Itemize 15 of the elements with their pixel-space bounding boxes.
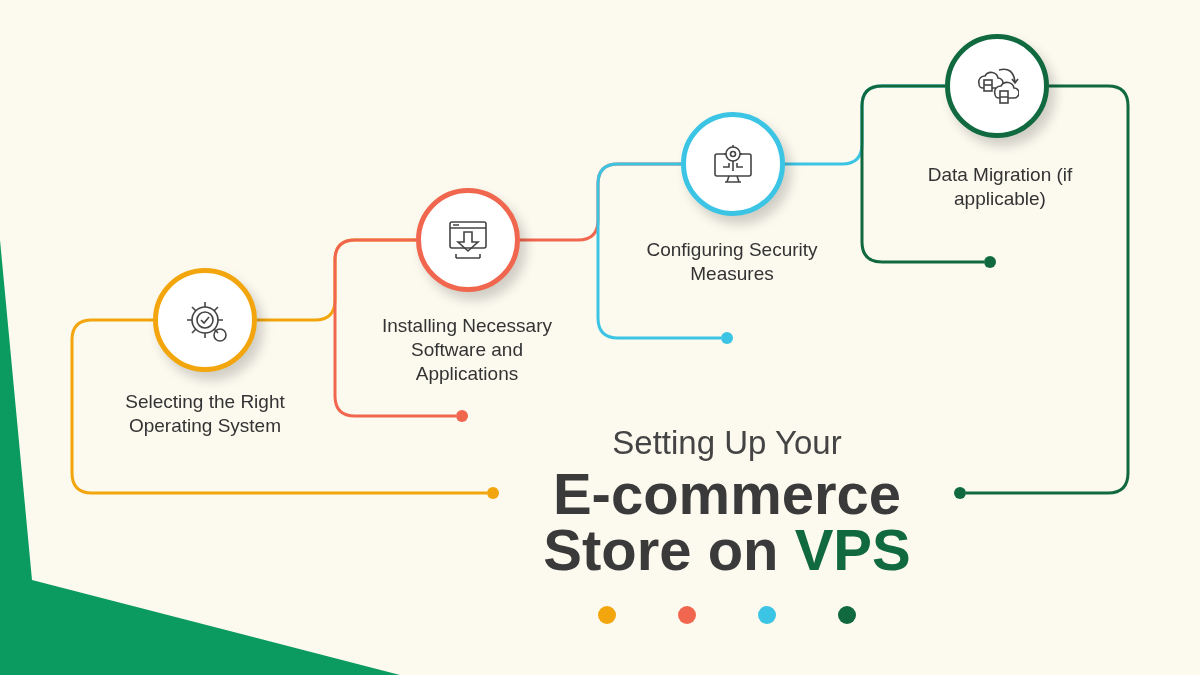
end-dot <box>984 256 996 268</box>
connector-line <box>70 318 487 495</box>
step-label: Installing Necessary Software and Applications <box>381 314 553 386</box>
step-label: Selecting the Right Operating System <box>124 390 286 438</box>
end-dot <box>954 487 966 499</box>
step-label: Configuring Security Measures <box>645 238 819 286</box>
end-dot <box>456 410 468 422</box>
end-dot <box>487 487 499 499</box>
connector-line <box>333 238 456 418</box>
title: Setting Up Your E-commerce Store on VPS <box>542 423 912 578</box>
connector-line <box>860 84 984 264</box>
connector-line <box>966 84 1130 495</box>
end-dot <box>721 332 733 344</box>
connector-line <box>596 162 721 340</box>
step-label: Data Migration (if applicable) <box>926 163 1074 211</box>
